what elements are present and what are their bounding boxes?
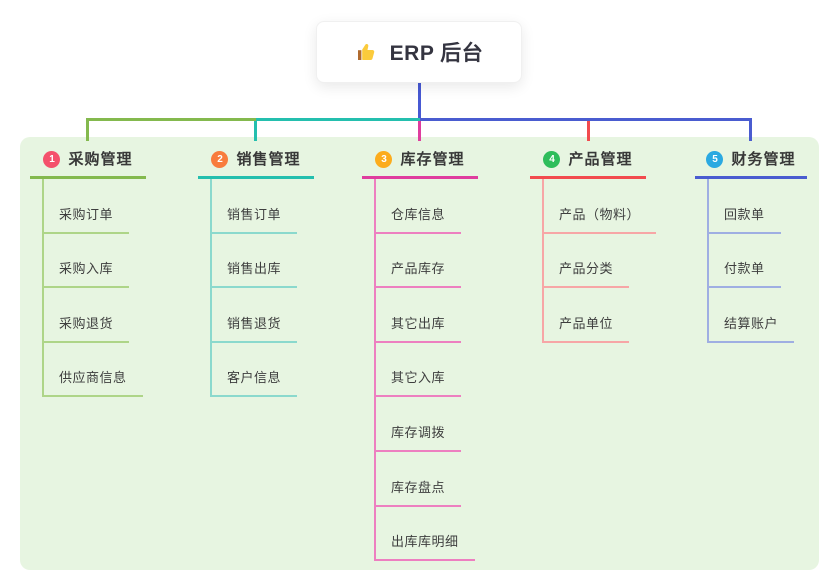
- child-node[interactable]: 采购入库: [44, 234, 130, 289]
- branch-number-badge: 3: [375, 151, 393, 168]
- branch-title: 财务管理: [731, 151, 796, 168]
- connector-root-line: [418, 83, 421, 119]
- child-node[interactable]: 采购订单: [44, 179, 130, 234]
- connector-drop-sales: [254, 121, 257, 141]
- child-node[interactable]: 采购退货: [44, 288, 130, 343]
- branch-column-product: 4 产品管理 产品（物料） 产品分类 产品单位: [530, 147, 657, 343]
- child-node-label: 库存调拨: [391, 424, 446, 440]
- branch-title: 库存管理: [400, 151, 465, 168]
- child-node[interactable]: 销售订单: [212, 179, 298, 234]
- child-node-label: 采购入库: [59, 261, 114, 277]
- branch-column-inventory: 3 库存管理 仓库信息 产品库存 其它出库 其它入库 库存调拨 库存盘点 出库库…: [362, 147, 478, 562]
- child-node[interactable]: 付款单: [709, 234, 781, 289]
- child-node-label: 结算账户: [724, 315, 779, 331]
- child-node-label: 产品分类: [559, 261, 614, 277]
- branch-children: 回款单 付款单 结算账户: [707, 179, 807, 343]
- child-node-label: 销售退货: [227, 315, 282, 331]
- connector-drop-purchase: [86, 118, 89, 141]
- connector-bus-segment-finance: [420, 118, 752, 121]
- connector-bus-segment-purchase: [86, 118, 256, 121]
- child-node[interactable]: 出库库明细: [376, 507, 475, 562]
- child-node[interactable]: 客户信息: [212, 343, 298, 398]
- branch-number-badge: 1: [43, 151, 61, 168]
- child-node[interactable]: 产品库存: [376, 234, 462, 289]
- branch-heading-sales[interactable]: 2 销售管理: [198, 147, 314, 179]
- branch-children: 采购订单 采购入库 采购退货 供应商信息: [42, 179, 146, 398]
- child-node[interactable]: 销售出库: [212, 234, 298, 289]
- child-node-label: 付款单: [724, 261, 765, 277]
- child-node-label: 采购退货: [59, 315, 114, 331]
- branch-title: 采购管理: [68, 151, 133, 168]
- child-node-label: 其它入库: [391, 370, 446, 386]
- branch-children: 销售订单 销售出库 销售退货 客户信息: [210, 179, 314, 398]
- child-node[interactable]: 其它入库: [376, 343, 462, 398]
- branch-children: 产品（物料） 产品分类 产品单位: [542, 179, 657, 343]
- branch-number-badge: 4: [543, 151, 561, 168]
- child-node-label: 采购订单: [59, 206, 114, 222]
- child-node-label: 库存盘点: [391, 479, 446, 495]
- child-node-label: 销售订单: [227, 206, 282, 222]
- connector-drop-inventory: [418, 121, 421, 141]
- root-node-label: ERP 后台: [389, 42, 484, 65]
- child-node[interactable]: 产品分类: [544, 234, 630, 289]
- connector-bus-segment-sales: [256, 118, 420, 121]
- branch-children: 仓库信息 产品库存 其它出库 其它入库 库存调拨 库存盘点 出库库明细: [374, 179, 478, 562]
- child-node[interactable]: 产品单位: [544, 288, 630, 343]
- child-node[interactable]: 供应商信息: [44, 343, 143, 398]
- thumbs-up-icon: [355, 40, 379, 64]
- branch-heading-inventory[interactable]: 3 库存管理: [362, 147, 478, 179]
- child-node[interactable]: 销售退货: [212, 288, 298, 343]
- branch-title: 产品管理: [568, 151, 633, 168]
- branch-column-sales: 2 销售管理 销售订单 销售出库 销售退货 客户信息: [198, 147, 314, 398]
- mindmap-panel: [20, 137, 819, 570]
- branch-heading-purchase[interactable]: 1 采购管理: [30, 147, 146, 179]
- child-node-label: 回款单: [724, 206, 765, 222]
- branch-column-purchase: 1 采购管理 采购订单 采购入库 采购退货 供应商信息: [30, 147, 146, 398]
- child-node-label: 供应商信息: [59, 370, 127, 386]
- branch-number-badge: 5: [706, 151, 724, 168]
- child-node-label: 客户信息: [227, 370, 282, 386]
- child-node[interactable]: 结算账户: [709, 288, 795, 343]
- connector-drop-product: [587, 121, 590, 141]
- branch-heading-product[interactable]: 4 产品管理: [530, 147, 646, 179]
- branch-title: 销售管理: [236, 151, 301, 168]
- child-node-label: 其它出库: [391, 315, 446, 331]
- child-node-label: 仓库信息: [391, 206, 446, 222]
- root-node[interactable]: ERP 后台: [316, 21, 522, 83]
- child-node[interactable]: 库存调拨: [376, 397, 462, 452]
- child-node[interactable]: 仓库信息: [376, 179, 462, 234]
- connector-drop-finance: [749, 118, 752, 141]
- child-node-label: 销售出库: [227, 261, 282, 277]
- branch-number-badge: 2: [211, 151, 229, 168]
- child-node-label: 出库库明细: [391, 534, 459, 550]
- child-node-label: 产品库存: [391, 261, 446, 277]
- child-node-label: 产品单位: [559, 315, 614, 331]
- child-node[interactable]: 其它出库: [376, 288, 462, 343]
- child-node[interactable]: 库存盘点: [376, 452, 462, 507]
- branch-column-finance: 5 财务管理 回款单 付款单 结算账户: [695, 147, 807, 343]
- child-node[interactable]: 产品（物料）: [544, 179, 657, 234]
- child-node-label: 产品（物料）: [559, 206, 641, 222]
- child-node[interactable]: 回款单: [709, 179, 781, 234]
- branch-heading-finance[interactable]: 5 财务管理: [695, 147, 807, 179]
